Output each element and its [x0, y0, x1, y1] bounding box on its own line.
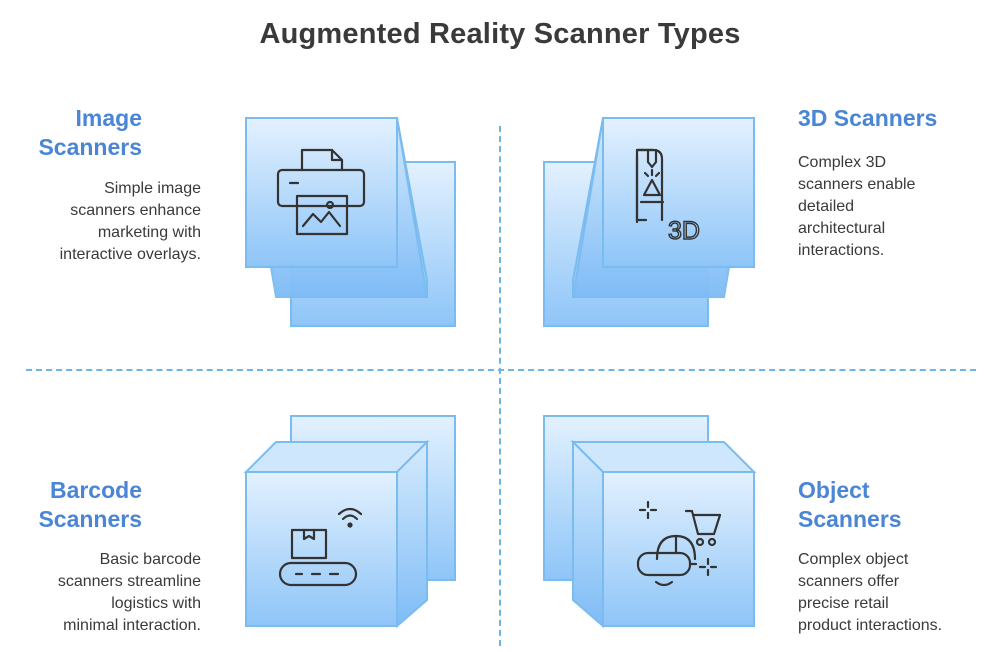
conveyor-package-wifi-icon	[278, 507, 363, 587]
3d-scanners-cube: 3D	[543, 117, 756, 327]
printer-image-icon	[276, 148, 366, 236]
3d-scanners-description: Complex 3D scanners enable detailed arch…	[798, 154, 916, 259]
barcode-scanners-description: Basic barcode scanners streamline logist…	[57, 551, 201, 634]
3d-printer-icon	[635, 148, 665, 224]
image-scanners-cube	[244, 117, 456, 327]
barcode-scanners-cube	[243, 415, 456, 629]
image-scanners-heading: Image Scanners	[38, 105, 142, 160]
barcode-scanners-heading: Barcode Scanners	[38, 477, 142, 532]
object-scanners-heading: Object Scanners	[798, 477, 902, 532]
3d-icon-label: 3D	[668, 217, 700, 245]
vertical-divider	[499, 126, 501, 646]
horizontal-divider	[26, 369, 976, 371]
3d-scanners-heading: 3D Scanners	[798, 105, 938, 131]
page-title: Augmented Reality Scanner Types	[259, 18, 741, 50]
image-scanners-description: Simple image scanners enhance marketing …	[59, 180, 201, 263]
object-scanners-description: Complex object scanners offer precise re…	[798, 551, 943, 634]
vr-headset-cart-icon	[636, 500, 722, 587]
object-scanners-cube	[543, 415, 757, 629]
